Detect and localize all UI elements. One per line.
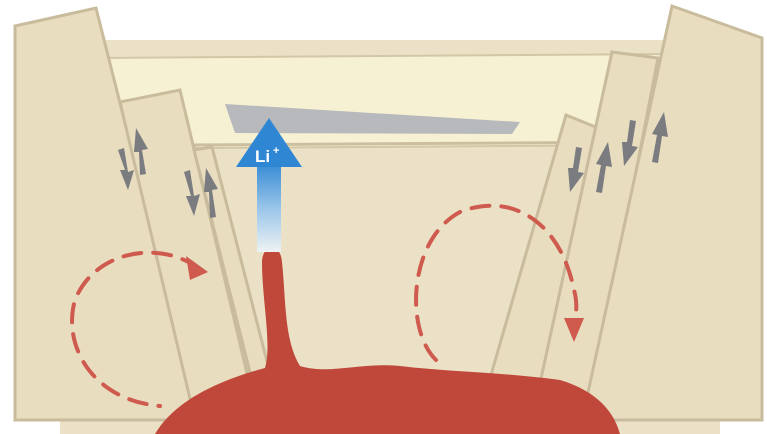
li-ion-charge: + — [273, 145, 279, 157]
li-ion-label: Li — [255, 147, 270, 166]
